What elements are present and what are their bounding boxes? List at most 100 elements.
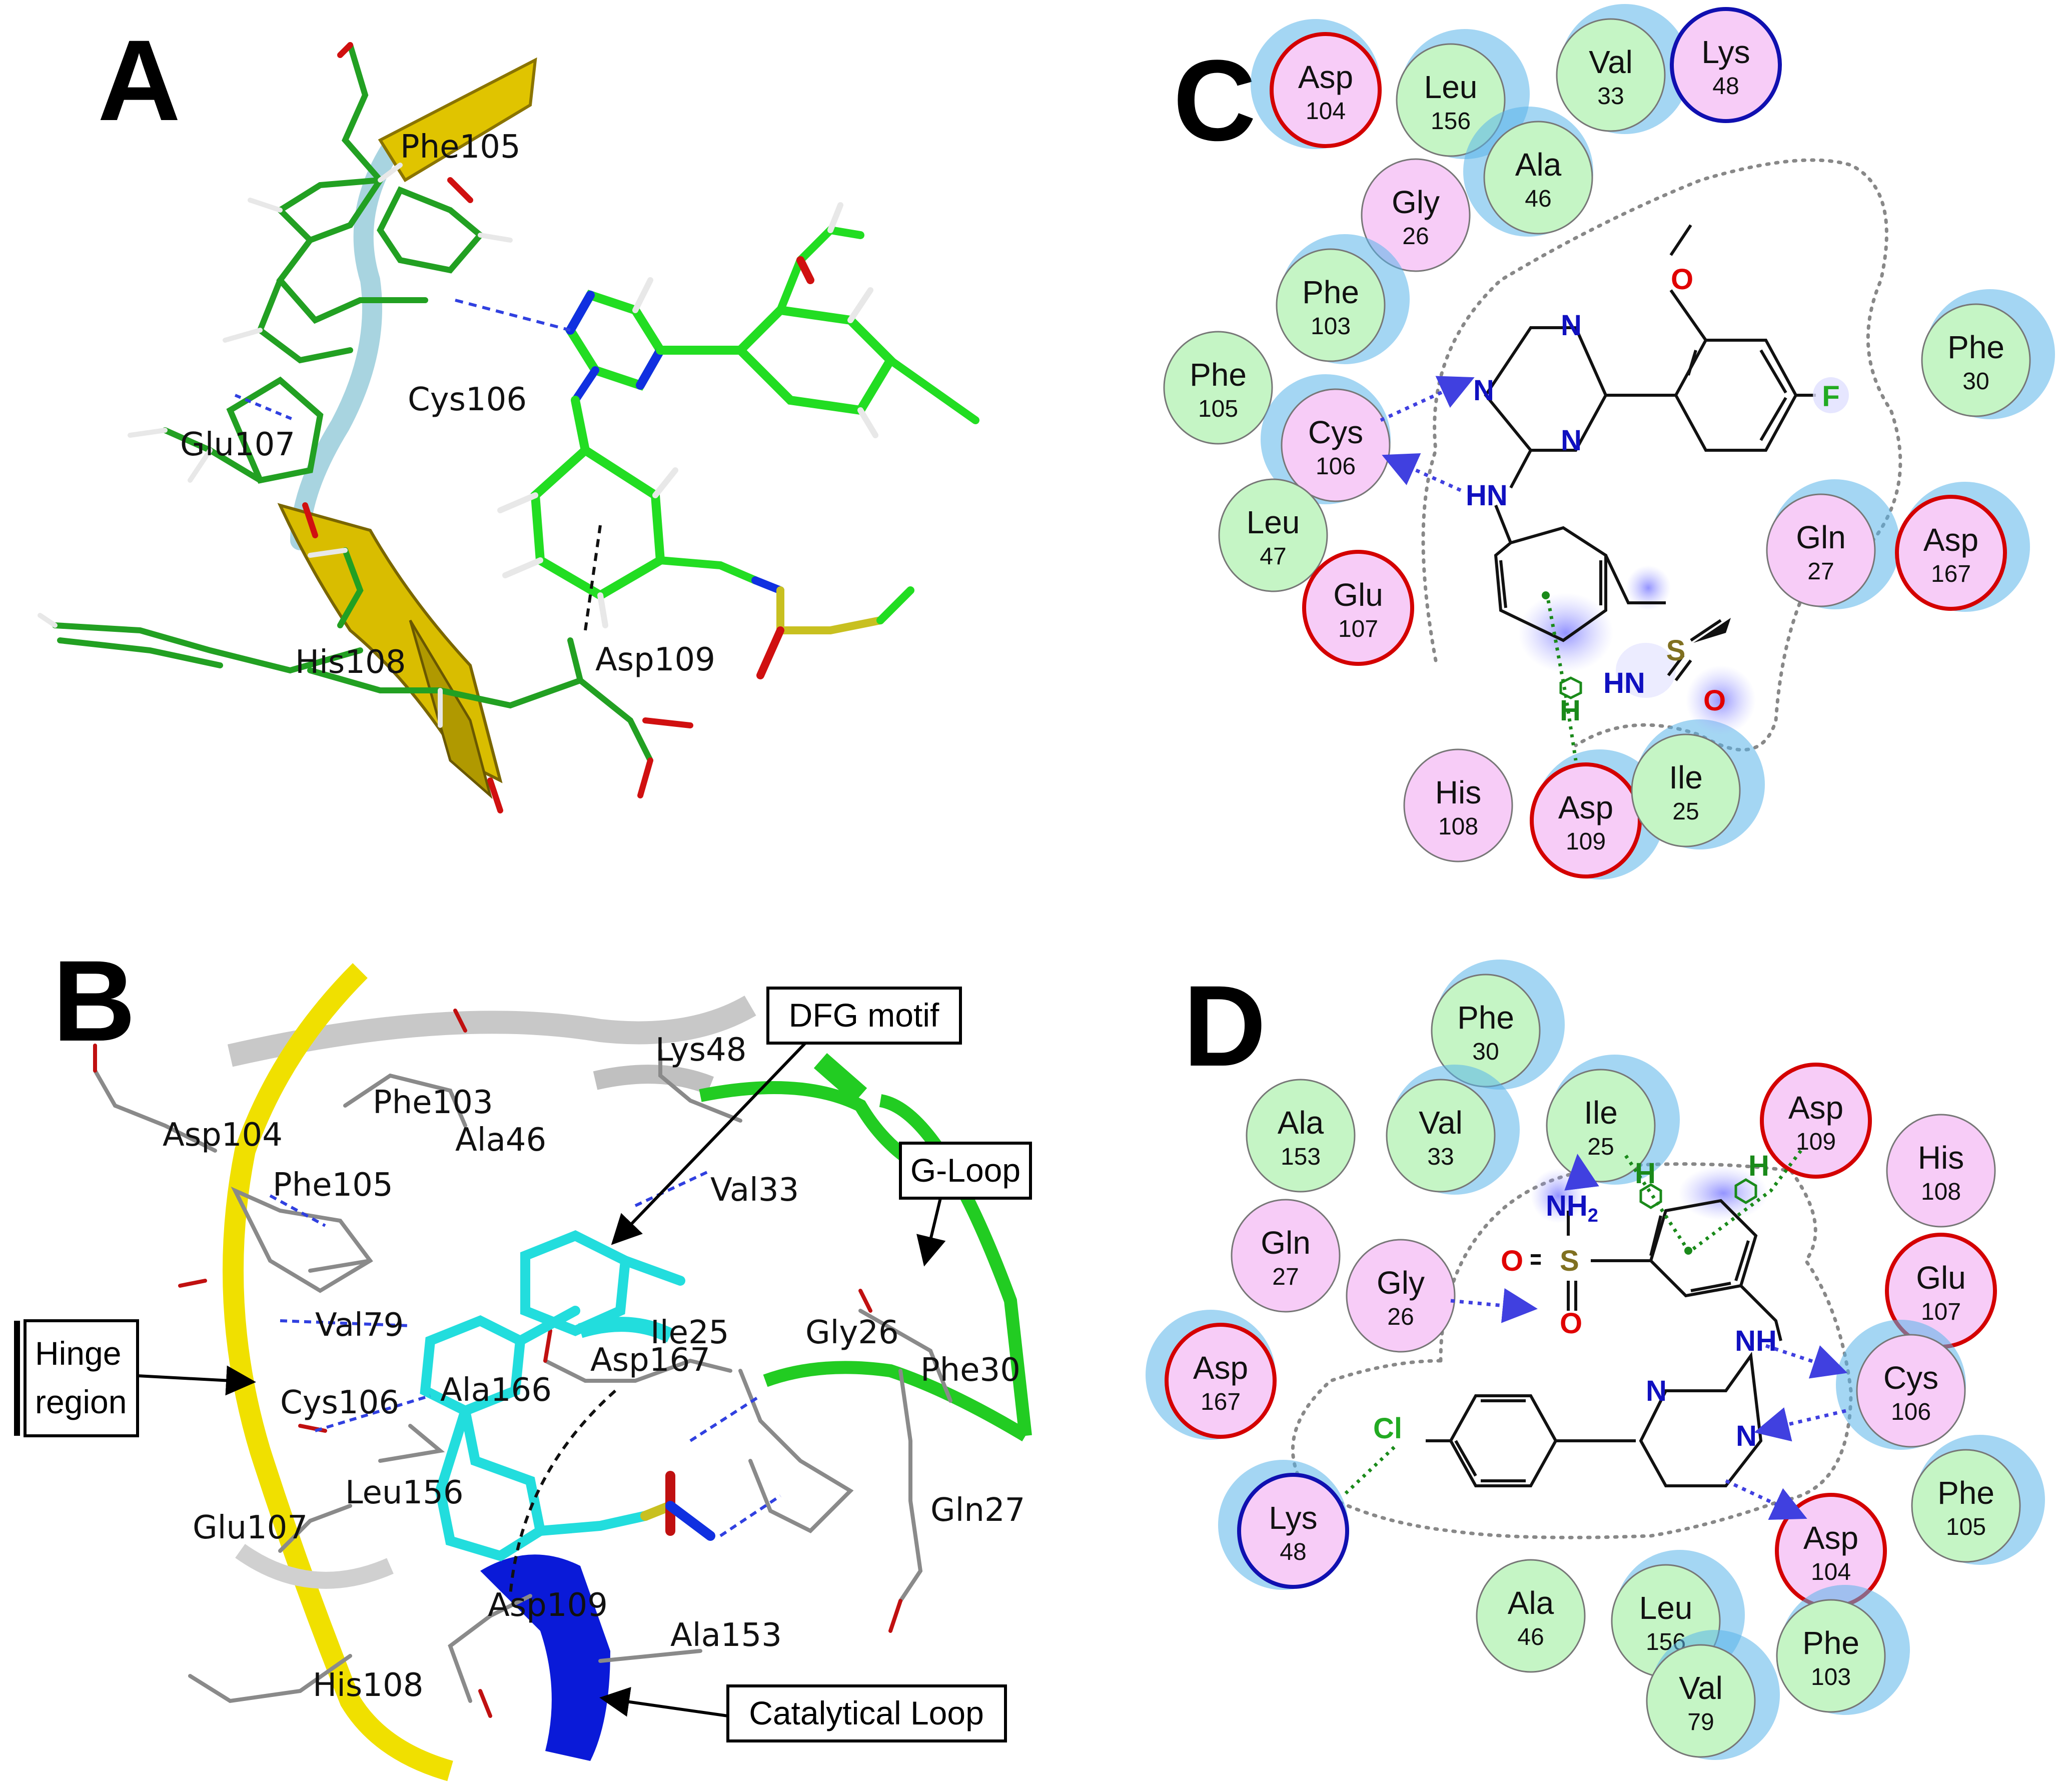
atom-n1-c: N: [1561, 309, 1582, 342]
c-residue-asp104: Asp104: [1251, 19, 1382, 149]
residue-number: 156: [1431, 108, 1471, 135]
residue-name: Phe: [1190, 357, 1247, 393]
c-residue-ile25: Ile25: [1631, 719, 1765, 849]
callout-hinge-line2: region: [35, 1383, 127, 1420]
c-residue-leu47: Leu 47: [1218, 478, 1328, 592]
callout-hinge-region: Hinge region: [14, 1319, 256, 1437]
atom-o1-d: O: [1501, 1245, 1523, 1277]
residue-disk: [1911, 1449, 2021, 1563]
residue-disk: [1766, 493, 1876, 607]
callout-dfg-motif: DFG motif: [611, 987, 962, 1245]
residue-number: 167: [1201, 1389, 1241, 1415]
d-residue-asp104: Asp104: [1775, 1493, 1887, 1609]
residue-name: Phe: [1302, 274, 1359, 310]
residue-number: 79: [1687, 1709, 1714, 1735]
residue-name: Ala: [1515, 147, 1562, 183]
residue-name: Phe: [1457, 1000, 1514, 1036]
residue-disk: [1165, 1323, 1277, 1439]
residue-disk: [1403, 748, 1513, 862]
ligand-c: O N N N F HN S HN O: [1466, 224, 1849, 735]
c-residue-phe30: Phe30: [1921, 289, 2055, 419]
residue-number: 48: [1280, 1539, 1306, 1565]
residue-name: Phe: [1947, 329, 2004, 365]
residue-disk: [1396, 43, 1506, 157]
residue-number: 47: [1260, 543, 1286, 570]
panel-letter-d: D: [1183, 962, 1266, 1090]
atom-n1-d: N: [1646, 1375, 1667, 1407]
d-residue-phe30: Phe 30: [1431, 960, 1565, 1090]
residue-disk: [1546, 1069, 1656, 1183]
ligand-hydrogens-a: [497, 202, 878, 628]
d-residue-asp167: Asp 167: [1146, 1310, 1277, 1440]
protein-ribbon-a: [277, 57, 537, 799]
residue-disk: [1886, 1114, 1996, 1228]
atom-f-c: F: [1822, 380, 1839, 413]
residue-name: Asp: [1923, 522, 1978, 558]
residue-disk: [1346, 1239, 1456, 1353]
panel-letter-a: A: [98, 16, 181, 145]
residue-labels-b: Lys48 Phe103 Ala46 Asp104 Phe105 Val33 V…: [163, 1032, 1025, 1704]
residue-number: 30: [1472, 1039, 1499, 1065]
residue-disk: [1631, 733, 1741, 847]
c-residue-ala46: Ala 46: [1463, 107, 1593, 237]
residue-disk: [1476, 1559, 1586, 1673]
residue-disk: [1556, 18, 1666, 132]
d-residue-ala46: Ala46: [1476, 1559, 1586, 1673]
residue-sticks-b: [93, 1049, 952, 1703]
residue-labels-a: Phe105 Cys106 Glu107 His108 Asp109: [180, 129, 715, 681]
residue-number: 109: [1796, 1129, 1836, 1155]
c-residue-gly26: Gly26: [1361, 158, 1471, 272]
residue-number: 105: [1946, 1514, 1986, 1540]
callout-catalytic-label: Catalytical Loop: [749, 1694, 984, 1731]
label-cys106-a: Cys106: [408, 381, 527, 418]
atom-h-c: H: [1560, 694, 1581, 727]
label-phe30-b: Phe30: [920, 1352, 1020, 1389]
atom-n3-c: N: [1561, 424, 1582, 457]
residue-name: Lys: [1269, 1500, 1317, 1536]
residue-disk: [1856, 1334, 1966, 1448]
residue-number: 25: [1587, 1134, 1614, 1160]
c-residue-his108: His108: [1403, 748, 1513, 862]
label-asp109-b: Asp109: [488, 1587, 608, 1624]
residue-disk: [1218, 478, 1328, 592]
residue-name: His: [1435, 774, 1481, 810]
d-residue-phe103: Phe103: [1776, 1585, 1910, 1715]
panel-c: C Asp104Leu156Val33Lys48Ala46Gly26Phe103…: [1163, 4, 2055, 879]
atom-o2-d: O: [1560, 1307, 1582, 1340]
residue-disk: [1895, 495, 2007, 611]
label-ala166-b: Ala166: [440, 1372, 552, 1409]
c-residue-asp167: Asp167: [1895, 482, 2030, 612]
residue-name: Ala: [1508, 1585, 1554, 1621]
residues-c: Asp104Leu156Val33Lys48Ala46Gly26Phe103Ph…: [1163, 4, 2055, 879]
residue-name: Leu: [1247, 504, 1300, 540]
c-residue-val33: Val33: [1556, 4, 1690, 134]
d-residue-gly26: Gly26: [1346, 1239, 1456, 1353]
label-val33-b: Val33: [710, 1172, 799, 1209]
panel-a: A: [38, 16, 979, 813]
residue-name: Asp: [1193, 1350, 1248, 1386]
residue-disk: [1386, 1079, 1496, 1193]
residue-name: Asp: [1803, 1520, 1858, 1556]
label-phe105-b: Phe105: [273, 1167, 393, 1204]
d-residue-phe105: Phe105: [1911, 1435, 2045, 1565]
residue-name: Gln: [1796, 519, 1846, 555]
ligand-a: [530, 226, 979, 679]
atom-h2-d: H: [1748, 1150, 1769, 1182]
label-glu107-a: Glu107: [180, 426, 295, 463]
residue-disk: [1646, 1644, 1756, 1758]
residue-name: Leu: [1424, 69, 1478, 105]
oxygen-sticks-a: [302, 42, 693, 813]
residue-name: Phe: [1802, 1625, 1859, 1661]
callout-catalytic-loop: Catalytical Loop: [599, 1684, 1007, 1742]
callout-g-loop: G-Loop: [899, 1142, 1032, 1267]
label-gln27-b: Gln27: [930, 1492, 1025, 1529]
label-ala46-b: Ala46: [455, 1122, 546, 1159]
residue-number: 109: [1566, 828, 1606, 855]
label-phe105-a: Phe105: [400, 129, 521, 166]
hbond-cys106-a: [455, 299, 571, 332]
residue-number: 104: [1306, 98, 1346, 125]
ligand-b: [420, 1230, 715, 1561]
panel-b: B: [14, 937, 1032, 1781]
d-residue-asp109: Asp109: [1760, 1063, 1872, 1179]
residue-number: 46: [1525, 186, 1551, 212]
